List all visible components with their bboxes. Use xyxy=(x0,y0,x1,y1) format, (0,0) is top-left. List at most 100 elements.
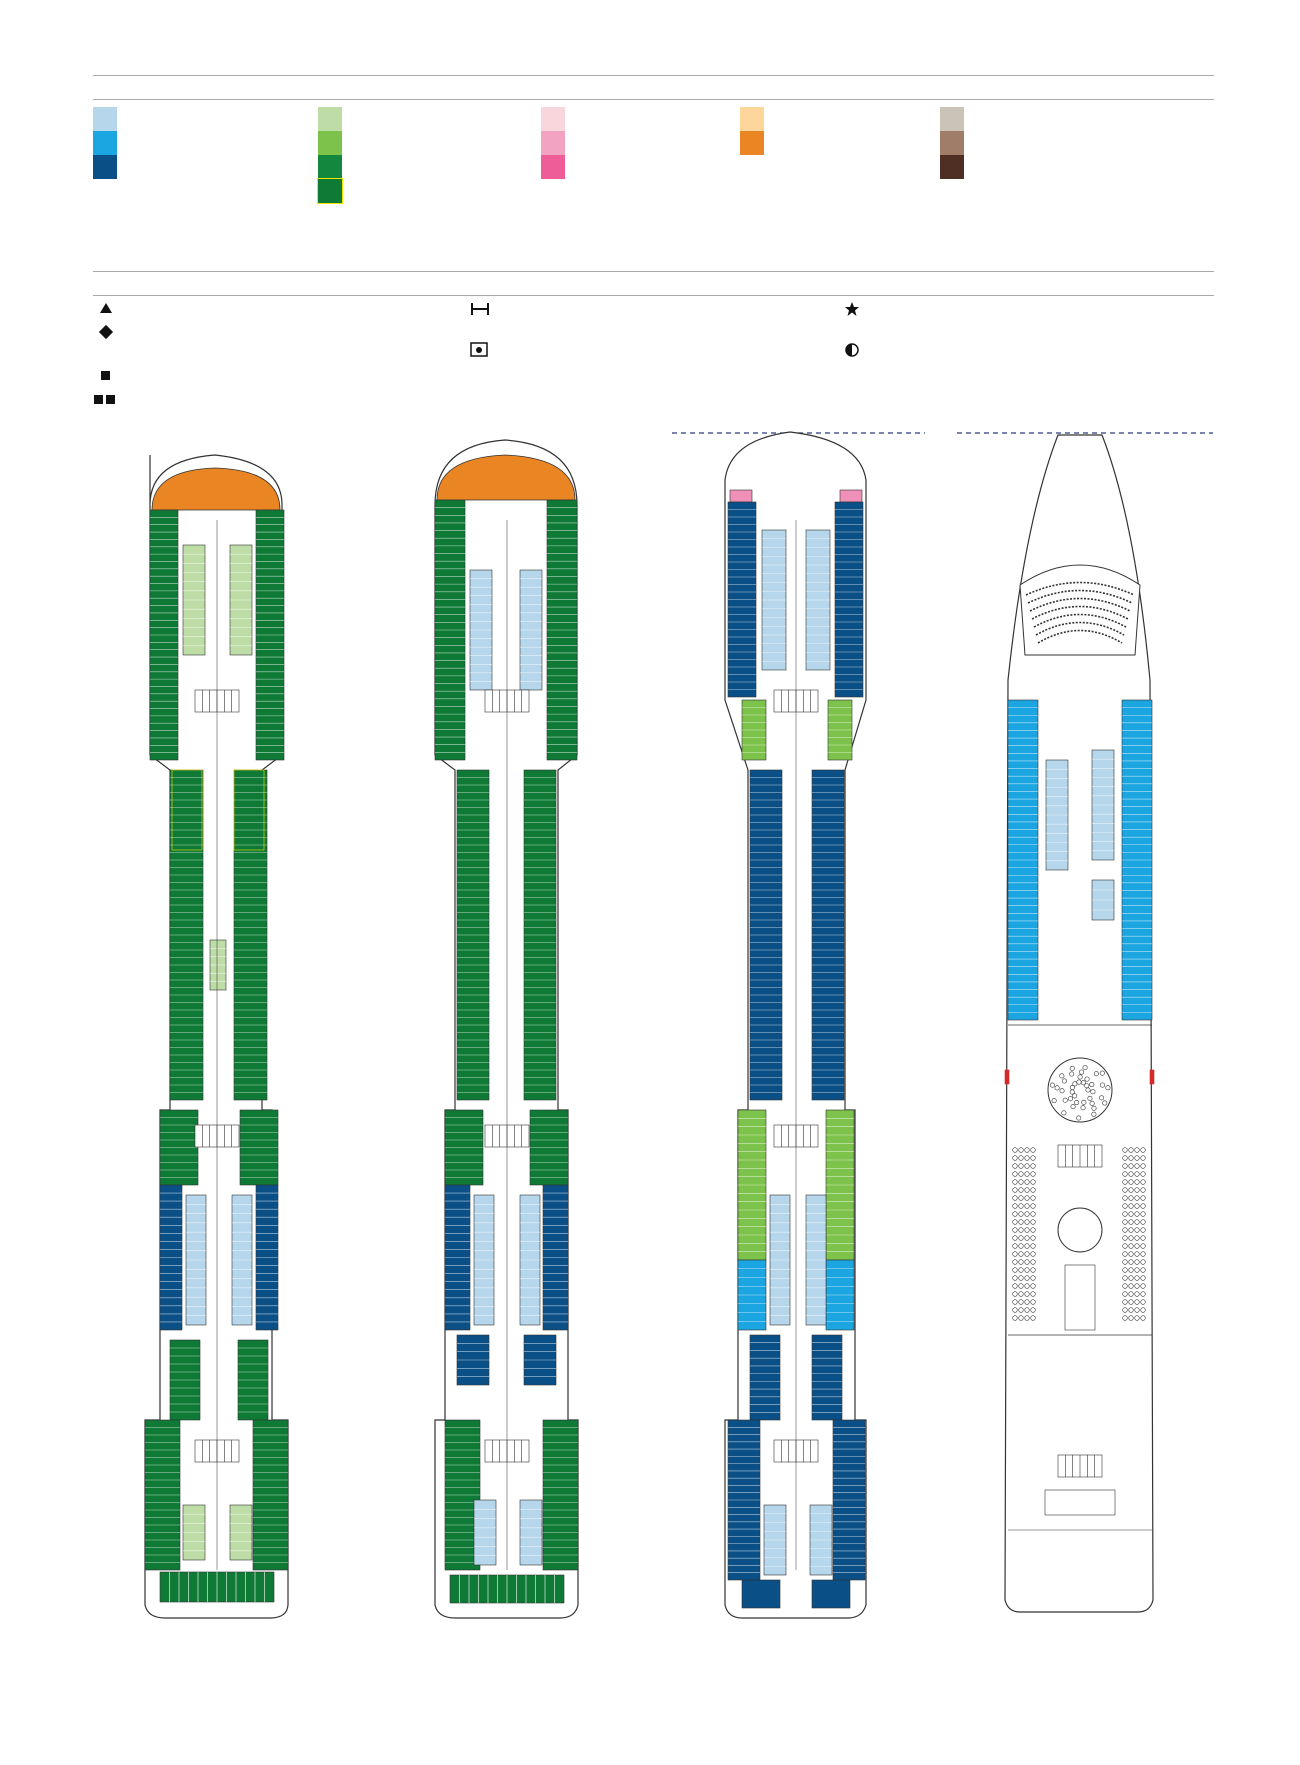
half-circle-icon xyxy=(845,343,859,357)
deck-4-restaurant-seat-port xyxy=(1018,1267,1024,1273)
deck-4-restaurant-seat-stbd xyxy=(1140,1171,1146,1177)
deck-4-restaurant-seat-stbd xyxy=(1134,1187,1140,1193)
deck-2-stbd-blue xyxy=(542,1184,569,1331)
deck-4-atrium-seat xyxy=(1061,1078,1067,1084)
deck-2-port-blue2 xyxy=(456,1334,490,1386)
deck-3-stbd-aft xyxy=(811,1334,843,1421)
deck-4-restaurant-seat-port xyxy=(1012,1163,1018,1169)
deck-4-atrium-seat xyxy=(1089,1100,1095,1106)
deck-4-atrium-seat xyxy=(1105,1085,1111,1091)
deck-4-atrium-seat xyxy=(1091,1105,1097,1111)
deck-3-stbd-green-aft xyxy=(825,1109,855,1261)
deck-1-stbd-blue xyxy=(255,1184,279,1331)
deck-4-restaurant-seat-stbd xyxy=(1140,1283,1146,1289)
deck-4-restaurant-seat-stbd xyxy=(1134,1307,1140,1313)
deck-4-red-mark-port xyxy=(1004,1069,1010,1085)
deck-1-stern-inner-stbd xyxy=(229,1504,253,1561)
deck-4-restaurant-seat-stbd xyxy=(1122,1243,1128,1249)
deck-4-restaurant-seat-port xyxy=(1030,1315,1036,1321)
deck-4-restaurant-seat-stbd xyxy=(1128,1235,1134,1241)
deck-4-restaurant-seat-stbd xyxy=(1122,1235,1128,1241)
legend-rule-2 xyxy=(93,99,1214,100)
deck-4-restaurant-seat-stbd xyxy=(1122,1187,1128,1193)
deck-4-restaurant-seat-port xyxy=(1024,1283,1030,1289)
deck-4-restaurant-seat-port xyxy=(1018,1243,1024,1249)
deck-2-inner-fwd-stbd xyxy=(519,569,543,691)
deck-4-restaurant-seat-port xyxy=(1012,1235,1018,1241)
deck-4-atrium-seat xyxy=(1093,1071,1099,1077)
deck-4-theatre-row xyxy=(1025,581,1135,596)
deck-4-restaurant-seat-stbd xyxy=(1128,1155,1134,1161)
deck-4-restaurant-seat-port xyxy=(1030,1243,1036,1249)
deck-2-inner-port-blue xyxy=(473,1194,495,1326)
deck-4-restaurant-seat-stbd xyxy=(1128,1171,1134,1177)
deck-4-restaurant-seat-port xyxy=(1012,1259,1018,1265)
deck-4-restaurant-seat-port xyxy=(1024,1235,1030,1241)
deck-4-restaurant-seat-stbd xyxy=(1128,1179,1134,1185)
deck-4-restaurant-seat-port xyxy=(1030,1251,1036,1257)
deck-4-restaurant-seat-port xyxy=(1024,1227,1030,1233)
deck-3-stern-stbd-block xyxy=(811,1579,851,1609)
swatch-brown-1 xyxy=(940,107,964,131)
deck-4-atrium-seat xyxy=(1091,1111,1097,1117)
deck-4-restaurant-seat-port xyxy=(1012,1267,1018,1273)
deck-4-restaurant-seat-stbd xyxy=(1128,1307,1134,1313)
deck-4-restaurant-seat-port xyxy=(1030,1299,1036,1305)
deck-1-port-blue xyxy=(159,1184,183,1331)
deck-4-restaurant-seat-stbd xyxy=(1134,1291,1140,1297)
deck-4-restaurant-seat-port xyxy=(1030,1291,1036,1297)
deck-4-restaurant-seat-port xyxy=(1024,1259,1030,1265)
deck-4-atrium-seat xyxy=(1099,1070,1105,1076)
deck-1-inner-fwd-port xyxy=(182,544,206,656)
deck-1-plan xyxy=(144,454,289,1619)
deck-4-restaurant-seat-stbd xyxy=(1122,1219,1128,1225)
deck-1-port-stern xyxy=(144,1419,181,1571)
deck-4-restaurant-seat-port xyxy=(1030,1163,1036,1169)
deck-4-restaurant-seat-stbd xyxy=(1122,1259,1128,1265)
deck-3-port-green-aft xyxy=(737,1109,767,1261)
deck-4-restaurant-seat-port xyxy=(1012,1275,1018,1281)
deck-1-stbd-mid-cabins xyxy=(233,769,268,1101)
deck-1-stern-inner-port xyxy=(182,1504,206,1561)
deck-4-restaurant-seat-stbd xyxy=(1134,1267,1140,1273)
deck-4-restaurant-seat-port xyxy=(1018,1291,1024,1297)
deck-4-restaurant-seat-port xyxy=(1030,1275,1036,1281)
deck-4-restaurant-seat-stbd xyxy=(1140,1315,1146,1321)
deck-4-restaurant-seat-port xyxy=(1024,1179,1030,1185)
deck-4-restaurant-seat-port xyxy=(1018,1179,1024,1185)
deck-3-port-aft-block xyxy=(749,1334,781,1421)
deck-1-port-aft1 xyxy=(159,1109,199,1186)
deck-4-restaurant-seat-stbd xyxy=(1122,1163,1128,1169)
deck-4-restaurant-seat-port xyxy=(1018,1195,1024,1201)
deck-4-atrium-seat xyxy=(1051,1098,1057,1104)
deck-4-restaurant-seat-port xyxy=(1024,1163,1030,1169)
deck-4-atrium-seat xyxy=(1072,1093,1078,1099)
deck-4-restaurant-seat-port xyxy=(1012,1251,1018,1257)
deck-4-theatre-row xyxy=(1033,613,1127,628)
deck-4-restaurant-seat-port xyxy=(1030,1203,1036,1209)
deck-4-restaurant-seat-port xyxy=(1018,1259,1024,1265)
deck-4-restaurant-seat-stbd xyxy=(1140,1195,1146,1201)
deck-4-atrium-seat xyxy=(1069,1089,1075,1095)
deck-4-atrium-seat xyxy=(1099,1082,1105,1088)
deck-3-stern-inner-stbd xyxy=(809,1504,833,1576)
deck-4-restaurant-seat-stbd xyxy=(1128,1211,1134,1217)
deck-4-restaurant-seat-stbd xyxy=(1140,1243,1146,1249)
deck-4-restaurant-seat-port xyxy=(1024,1267,1030,1273)
deck-4-restaurant-seat-port xyxy=(1012,1243,1018,1249)
deck-4-atrium-seat xyxy=(1084,1083,1090,1089)
deck-4-restaurant-seat-stbd xyxy=(1122,1195,1128,1201)
deck-3-port-mid-cabins xyxy=(749,769,783,1101)
deck-4-red-mark-stbd xyxy=(1149,1069,1155,1085)
deck-3-stbd-green-fwd xyxy=(827,699,853,761)
deck-3-inner-fwd-port xyxy=(761,529,787,671)
deck-4-restaurant-seat-stbd xyxy=(1128,1147,1134,1153)
deck-4-restaurant-seat-stbd xyxy=(1140,1299,1146,1305)
deck-4-restaurant-seat-port xyxy=(1018,1299,1024,1305)
deck-4-restaurant-seat-port xyxy=(1024,1251,1030,1257)
deck-4-restaurant-seat-port xyxy=(1012,1211,1018,1217)
deck-4-restaurant-seat-port xyxy=(1030,1179,1036,1185)
deck-4-restaurant-seat-port xyxy=(1018,1219,1024,1225)
deck-4-atrium-seat xyxy=(1079,1069,1085,1075)
